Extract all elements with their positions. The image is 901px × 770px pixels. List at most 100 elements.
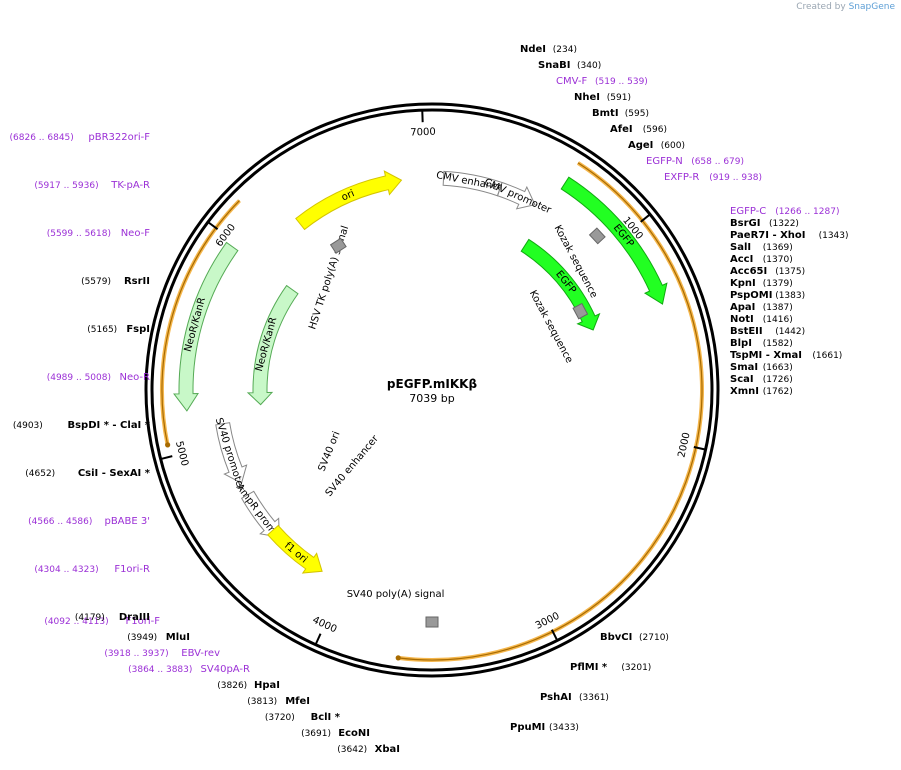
site-label-15R: KpnI <box>730 278 756 289</box>
site-label-25R: BbvCI <box>600 632 632 643</box>
feature-cmv-promoter <box>496 181 536 210</box>
site-label-18R: NotI <box>730 314 754 325</box>
tick-mark-6 <box>208 221 219 231</box>
site-layer: NdeI(234)SnaBI(340)CMV-F(519 .. 539)NheI… <box>10 44 849 755</box>
site-pos-22R: (1663) <box>763 363 793 373</box>
site-label-22R: SmaI <box>730 362 758 373</box>
site-pos-0R: (234) <box>553 45 577 55</box>
site-label-5L: SV40pA-R <box>201 664 250 675</box>
site-label-13R: AccI <box>730 254 753 265</box>
site-label-11R: PaeR7I - XhoI <box>730 230 806 241</box>
site-pos-8L: (4092 .. 4113) <box>44 617 108 627</box>
outer-arc-tip-orange-cds-left <box>165 442 171 448</box>
site-label-13L: BspDI * - ClaI * <box>67 420 150 431</box>
site-pos-23R: (1726) <box>763 375 793 385</box>
site-pos-4L: (3826) <box>217 681 247 691</box>
site-pos-1L: (3691) <box>301 729 331 739</box>
site-label-24R: XmnI <box>730 386 759 397</box>
feature-egfp-outer <box>560 176 668 305</box>
site-label-15L: FspI <box>126 324 150 335</box>
backbone-outer-ring <box>144 102 720 678</box>
site-pos-5L: (3864 .. 3883) <box>128 665 192 675</box>
site-label-16R: PspOMI <box>730 290 772 301</box>
site-label-3R: NheI <box>574 92 600 103</box>
site-pos-24R: (1762) <box>763 387 793 397</box>
tick-mark-5 <box>161 455 173 460</box>
site-pos-17R: (1387) <box>763 303 793 313</box>
site-pos-7L: (3949) <box>127 633 157 643</box>
site-label-12R: SalI <box>730 242 751 253</box>
site-label-10L: F1ori-R <box>114 564 150 575</box>
inner-label-5: SV40 poly(A) signal <box>347 589 445 600</box>
site-pos-18R: (1416) <box>763 315 793 325</box>
site-label-16L: RsrII <box>124 276 150 287</box>
site-pos-6R: (600) <box>661 141 685 151</box>
site-pos-8R: (919 .. 938) <box>709 173 762 183</box>
credit-prefix: Created by <box>796 2 846 12</box>
site-pos-9L: (4179) <box>75 613 105 623</box>
site-pos-3L: (3813) <box>247 697 277 707</box>
tick-label-4: 4000 <box>311 615 339 636</box>
site-pos-18L: (5917 .. 5936) <box>34 181 98 191</box>
site-label-19R: BstEII <box>730 326 763 337</box>
site-label-26R: PflMI * <box>570 662 608 673</box>
grey-feature-box-1 <box>588 227 606 245</box>
site-label-3L: MfeI <box>285 696 310 707</box>
site-pos-20R: (1582) <box>763 339 793 349</box>
site-label-7R: EGFP-N <box>646 156 683 167</box>
site-label-12L: CsiI - SexAI * <box>78 468 151 479</box>
site-label-14L: Neo-R <box>120 372 151 383</box>
site-pos-17L: (5599 .. 5618) <box>47 229 111 239</box>
feature-ori <box>295 170 403 231</box>
feature-label-ori: ori <box>340 188 356 203</box>
site-pos-28R: (3433) <box>549 723 579 733</box>
feature-f1-ori <box>266 524 323 574</box>
site-pos-1R: (340) <box>577 61 601 71</box>
site-pos-15L: (5165) <box>87 325 117 335</box>
tick-label-0: 7000 <box>410 127 436 139</box>
tick-mark-4 <box>315 633 322 645</box>
site-label-9L: DraIII <box>119 612 150 623</box>
site-pos-15R: (1379) <box>763 279 793 289</box>
site-pos-14L: (4989 .. 5008) <box>47 373 111 383</box>
feature-neokanr-inner <box>246 284 299 406</box>
feature-sv40-promoter <box>215 422 248 484</box>
site-label-23R: ScaI <box>730 374 754 385</box>
site-label-0L: XbaI <box>375 744 400 755</box>
site-label-1R: SnaBI <box>538 60 570 71</box>
site-label-7L: MluI <box>166 632 190 643</box>
site-pos-25R: (2710) <box>639 633 669 643</box>
site-pos-0L: (3642) <box>337 745 367 755</box>
site-label-20R: BlpI <box>730 338 752 349</box>
outer-arc-orange-cds-right <box>397 161 705 662</box>
inner-label-1: Kozak sequence <box>527 289 575 365</box>
site-pos-7R: (658 .. 679) <box>691 157 744 167</box>
feature-label-neokanr-inner: NeoR/KanR <box>254 316 279 373</box>
tick-label-5: 5000 <box>173 440 190 467</box>
plasmid-name: pEGFP.mIKKβ <box>387 377 478 391</box>
grey-feature-box-2 <box>572 302 589 320</box>
outer-arc-line-orange-cds-right <box>398 162 703 661</box>
site-label-11L: pBABE 3' <box>104 516 150 527</box>
inner-label-3: SV40 ori <box>317 430 343 473</box>
site-label-4L: HpaI <box>254 680 280 691</box>
site-label-6L: EBV-rev <box>181 648 220 659</box>
site-pos-6L: (3918 .. 3937) <box>104 649 168 659</box>
site-label-9R: EGFP-C <box>730 206 766 217</box>
site-label-6R: AgeI <box>628 140 653 151</box>
site-pos-2R: (519 .. 539) <box>595 77 648 87</box>
site-label-14R: Acc65I <box>730 266 767 277</box>
site-pos-5R: (596) <box>643 125 667 135</box>
site-label-28R: PpuMI <box>510 722 545 733</box>
grey-feature-box-0 <box>329 237 347 254</box>
site-pos-11L: (4566 .. 4586) <box>28 517 92 527</box>
inner-label-2: HSV TK poly(A) signal <box>307 225 351 331</box>
site-label-10R: BsrGI <box>730 218 760 229</box>
site-pos-14R: (1375) <box>775 267 805 277</box>
grey-feature-box-3 <box>425 616 439 628</box>
site-label-0R: NdeI <box>520 44 546 55</box>
site-label-2L: BclI * <box>311 712 341 723</box>
site-pos-21R: (1661) <box>812 351 842 361</box>
site-pos-12R: (1369) <box>763 243 793 253</box>
